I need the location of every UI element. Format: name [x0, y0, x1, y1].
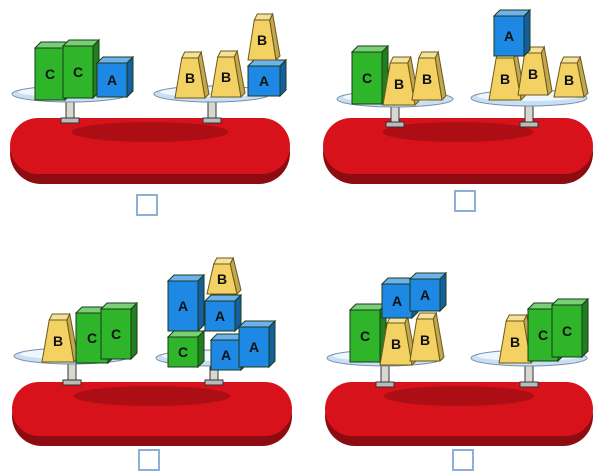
- block-label: C: [362, 70, 372, 86]
- balance-scale-graphic: C B B B B B A: [297, 0, 594, 236]
- block-label: A: [249, 339, 259, 355]
- block-b: B: [211, 51, 245, 97]
- block-c: C: [350, 304, 386, 362]
- block-b: B: [175, 52, 209, 98]
- block-b: B: [554, 57, 588, 97]
- block-label: B: [510, 334, 520, 350]
- block-label: A: [420, 287, 430, 303]
- block-label: B: [185, 70, 195, 86]
- block-a: A: [248, 60, 286, 96]
- block-label: A: [504, 28, 514, 44]
- answer-box-1[interactable]: [136, 194, 158, 216]
- block-a: A: [494, 10, 530, 56]
- block-label: C: [538, 327, 548, 343]
- block-a: A: [410, 273, 446, 311]
- block-c: C: [101, 303, 137, 359]
- block-a: A: [205, 295, 241, 331]
- block-a: A: [239, 321, 275, 367]
- block-label: B: [221, 69, 231, 85]
- block-c: C: [63, 40, 99, 98]
- block-label: C: [111, 326, 121, 342]
- block-label: B: [500, 71, 510, 87]
- block-label: B: [257, 32, 267, 48]
- block-label: A: [259, 73, 269, 89]
- block-label: B: [422, 71, 432, 87]
- block-label: A: [215, 308, 225, 324]
- block-a: A: [97, 57, 133, 97]
- answer-box-4[interactable]: [452, 449, 474, 471]
- block-label: B: [217, 271, 227, 287]
- block-a: A: [168, 275, 204, 331]
- block-c: C: [168, 331, 204, 367]
- block-label: B: [53, 333, 63, 349]
- block-b: B: [207, 258, 241, 294]
- block-label: B: [420, 332, 430, 348]
- block-b: B: [412, 52, 446, 100]
- block-label: C: [87, 330, 97, 346]
- block-b: B: [410, 313, 444, 361]
- balance-scale-2: C B B B B B A: [297, 0, 594, 236]
- block-label: A: [178, 298, 188, 314]
- block-label: B: [394, 76, 404, 92]
- block-label: B: [564, 72, 574, 88]
- block-b: B: [42, 314, 78, 362]
- block-label: C: [178, 344, 188, 360]
- block-c: C: [552, 299, 588, 357]
- block-b: B: [248, 14, 280, 60]
- block-label: A: [392, 293, 402, 309]
- block-label: C: [45, 66, 55, 82]
- answer-box-3[interactable]: [138, 449, 160, 471]
- block-label: A: [221, 347, 231, 363]
- block-label: C: [73, 64, 83, 80]
- block-c: C: [352, 46, 388, 104]
- block-label: B: [391, 336, 401, 352]
- block-label: C: [360, 328, 370, 344]
- block-label: A: [107, 72, 117, 88]
- answer-box-2[interactable]: [454, 190, 476, 212]
- block-label: C: [562, 323, 572, 339]
- block-label: B: [528, 66, 538, 82]
